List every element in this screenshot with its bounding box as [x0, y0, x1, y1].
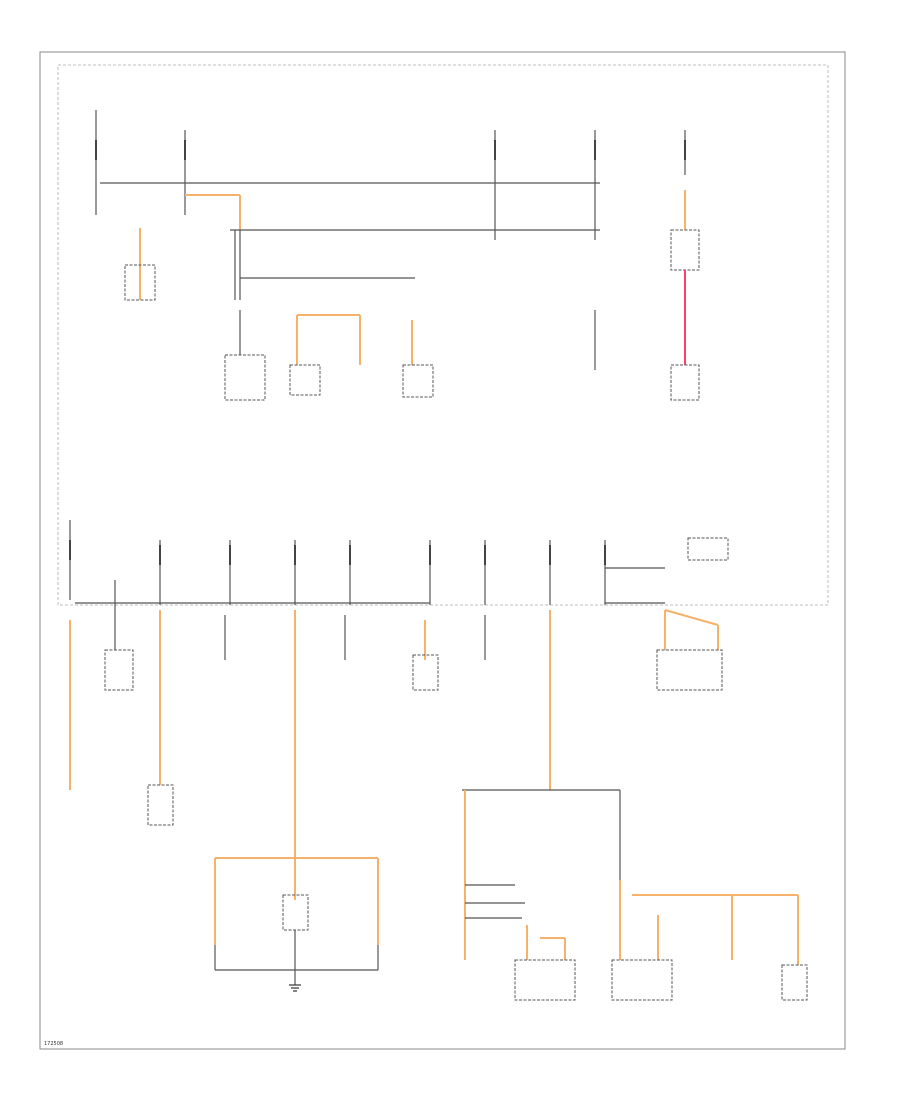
module-box [402, 364, 434, 398]
module-box [289, 364, 321, 396]
module-box [147, 784, 174, 826]
module-box [412, 654, 439, 691]
module-box [656, 649, 723, 691]
top-section [95, 110, 700, 401]
middle-section [69, 520, 729, 900]
module-box [670, 229, 700, 271]
module-box [104, 649, 134, 691]
module-box [611, 959, 673, 1001]
module-box [687, 537, 729, 561]
footer-code: 172508 [44, 1041, 63, 1047]
diagram-frame [39, 51, 846, 1050]
module-box [670, 364, 700, 401]
module-box [224, 354, 266, 401]
module-box [282, 894, 309, 931]
fuse-block-boundary [57, 64, 829, 606]
module-box [514, 959, 576, 1001]
bottom-section [214, 789, 808, 1001]
module-box [124, 264, 156, 301]
module-box [781, 964, 808, 1001]
